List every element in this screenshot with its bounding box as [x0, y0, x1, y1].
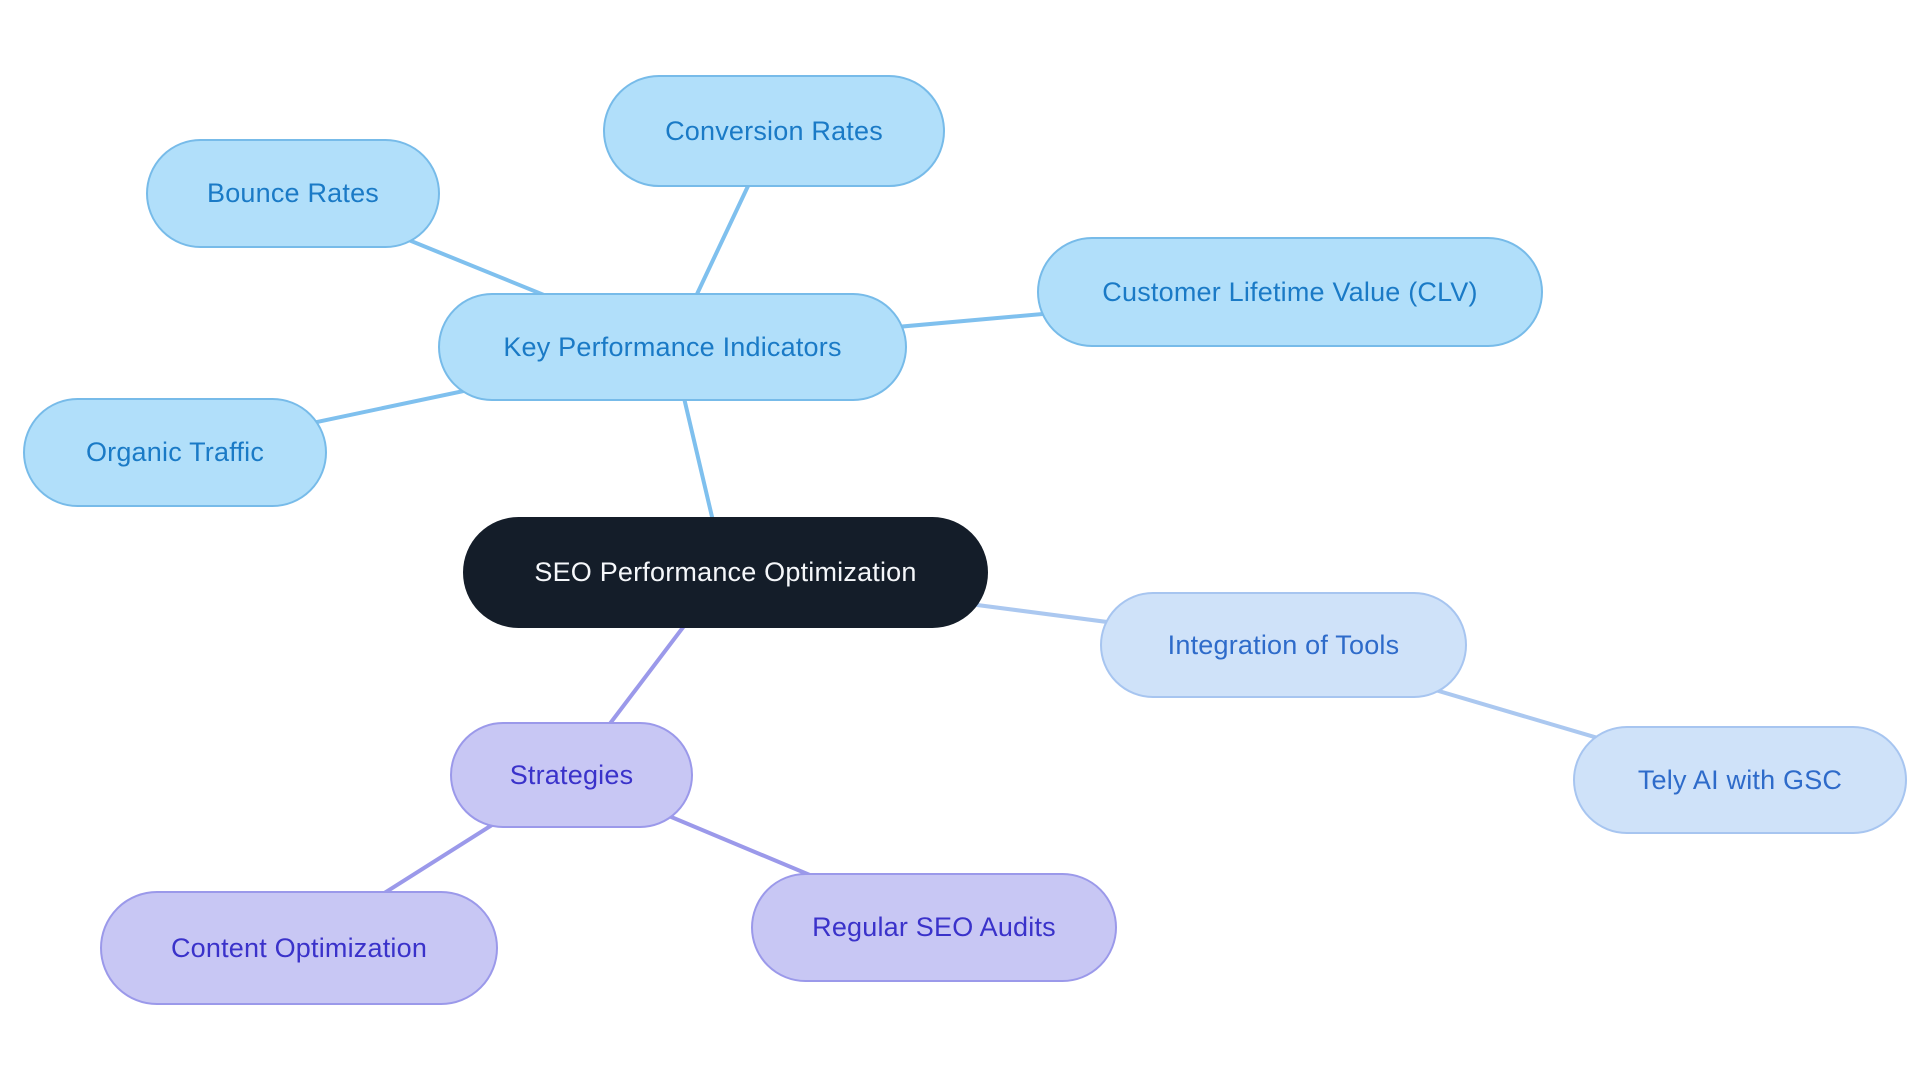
node-label: Integration of Tools — [1167, 629, 1400, 660]
node-content-optimization[interactable]: Content Optimization — [100, 891, 498, 1005]
node-key-performance-indicators[interactable]: Key Performance Indicators — [438, 293, 907, 401]
node-label: Bounce Rates — [206, 178, 379, 208]
node-label: SEO Performance Optimization — [534, 557, 917, 587]
node-bounce-rates[interactable]: Bounce Rates — [146, 139, 440, 248]
node-tely-ai-with-gsc[interactable]: Tely AI with GSC — [1573, 726, 1907, 834]
node-label: Key Performance Indicators — [503, 331, 842, 362]
node-label: Customer Lifetime Value (CLV) — [1102, 276, 1478, 307]
node-label: Strategies — [509, 759, 634, 790]
node-seo-performance-optimization[interactable]: SEO Performance Optimization — [463, 517, 988, 628]
node-label: Conversion Rates — [665, 115, 883, 146]
node-label: Organic Traffic — [85, 437, 265, 467]
node-label: Regular SEO Audits — [812, 912, 1056, 942]
node-integration-of-tools[interactable]: Integration of Tools — [1100, 592, 1467, 698]
node-strategies[interactable]: Strategies — [450, 722, 693, 828]
node-label: Tely AI with GSC — [1637, 764, 1843, 795]
node-conversion-rates[interactable]: Conversion Rates — [603, 75, 945, 187]
node-customer-lifetime-value[interactable]: Customer Lifetime Value (CLV) — [1037, 237, 1543, 347]
node-organic-traffic[interactable]: Organic Traffic — [23, 398, 327, 507]
node-regular-seo-audits[interactable]: Regular SEO Audits — [751, 873, 1117, 982]
node-label: Content Optimization — [170, 932, 428, 963]
